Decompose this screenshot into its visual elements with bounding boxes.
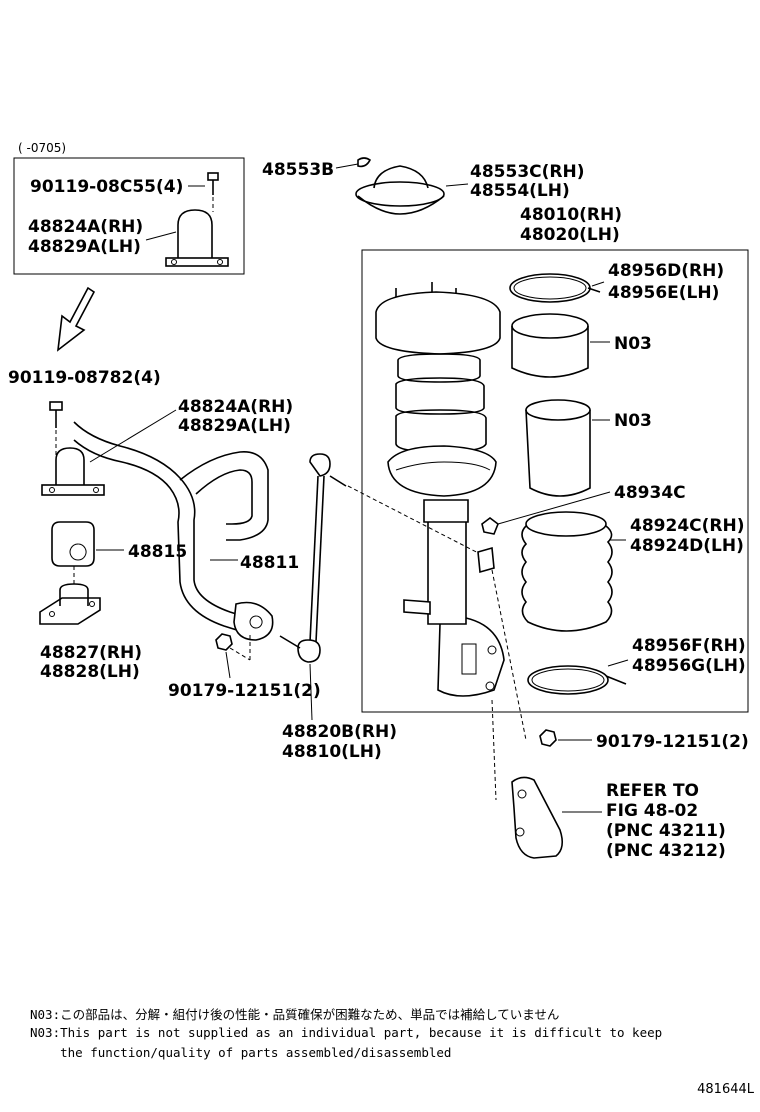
bound-stopper-label: 48553B [262, 160, 334, 180]
boot-lh-label: 48924D(LH) [630, 536, 744, 556]
boot-rh-label: 48924C(RH) [630, 516, 744, 536]
bound-stopper-leader [335, 163, 359, 169]
clamp-rh-label: 48827(RH) [40, 643, 142, 663]
inset-bracket-icon [165, 209, 229, 267]
band-bottom-icon [527, 665, 627, 695]
bracket-lh-label: 48829A(LH) [178, 416, 291, 436]
inset-bracket-leader [145, 231, 177, 241]
link-lh-label: 48810(LH) [282, 742, 382, 762]
nut-right-icon [539, 729, 557, 747]
stabilizer-link-icon [279, 453, 347, 663]
boot-icon [521, 511, 613, 632]
n03-a-label: N03 [614, 334, 652, 354]
clip-leader [497, 491, 611, 525]
stabilizer-bar-icon [73, 421, 274, 641]
link-leader [309, 663, 313, 721]
note-n03-english-2: the function/quality of parts assembled/… [30, 1045, 452, 1060]
strut-assembly-box [361, 249, 749, 713]
refer-line3: (PNC 43211) [606, 821, 726, 841]
band-top-rh-label: 48956D(RH) [608, 261, 724, 281]
band-top-lh-label: 48956E(LH) [608, 283, 719, 303]
band-bottom-leader [607, 659, 629, 667]
n03-b-icon [525, 399, 591, 497]
strut-support-icon [355, 165, 445, 215]
refer-line2: FIG 48-02 [606, 801, 698, 821]
band-bottom-lh-label: 48956G(LH) [632, 656, 746, 676]
n03-a-icon [511, 313, 589, 378]
bushing-label: 48815 [128, 542, 187, 562]
n03-b-label: N03 [614, 411, 652, 431]
refer-line1: REFER TO [606, 781, 699, 801]
figure-reference: 481644L [697, 1082, 754, 1097]
note-n03-english-1: N03:This part is not supplied as an indi… [30, 1025, 663, 1040]
note-n03-japanese: N03:この部品は、分解・組付け後の性能・品質確保が困難なため、単品では補給して… [30, 1007, 560, 1022]
link-to-strut-dash [347, 485, 489, 559]
link-rh-label: 48820B(RH) [282, 722, 397, 742]
bound-stopper-icon [357, 157, 372, 168]
clamp-icon [39, 583, 101, 625]
lower-arm-icon [511, 776, 564, 859]
inset-box [13, 157, 245, 275]
strut-lh-label: 48020(LH) [520, 225, 620, 245]
support-rh-label: 48553C(RH) [470, 162, 584, 182]
nut-right-label: 90179-12151(2) [596, 732, 749, 752]
support-lh-label: 48554(LH) [470, 181, 570, 201]
bracket-leader [89, 409, 177, 463]
nut-left-leader [225, 651, 231, 679]
bracket-main-icon [41, 447, 105, 496]
nut-left-icon [215, 632, 251, 661]
refer-line4: (PNC 43212) [606, 841, 726, 861]
inset-bolt-label: 90119-08C55(4) [30, 177, 183, 197]
strut-rh-label: 48010(RH) [520, 205, 622, 225]
arrow-icon [56, 286, 96, 352]
strut-assembly-icon [375, 282, 505, 697]
band-top-icon [509, 273, 601, 303]
clip-label: 48934C [614, 483, 686, 503]
nut-right-dash [491, 569, 527, 741]
bracket-rh-label: 48824A(RH) [178, 397, 293, 417]
band-top-leader [591, 281, 605, 287]
support-leader [445, 183, 469, 187]
bushing-icon [51, 521, 95, 585]
inset-bracket-lh-label: 48829A(LH) [28, 237, 141, 257]
bolt-main-label: 90119-08782(4) [8, 368, 161, 388]
inset-date-label: ( -0705) [18, 141, 66, 155]
clip-icon [481, 517, 499, 535]
arm-dash [491, 699, 497, 801]
clamp-lh-label: 48828(LH) [40, 662, 140, 682]
band-bottom-rh-label: 48956F(RH) [632, 636, 746, 656]
nut-left-label: 90179-12151(2) [168, 681, 321, 701]
stabilizer-bar-label: 48811 [240, 553, 299, 573]
inset-bracket-rh-label: 48824A(RH) [28, 217, 143, 237]
inset-bolt-icon [207, 172, 219, 212]
